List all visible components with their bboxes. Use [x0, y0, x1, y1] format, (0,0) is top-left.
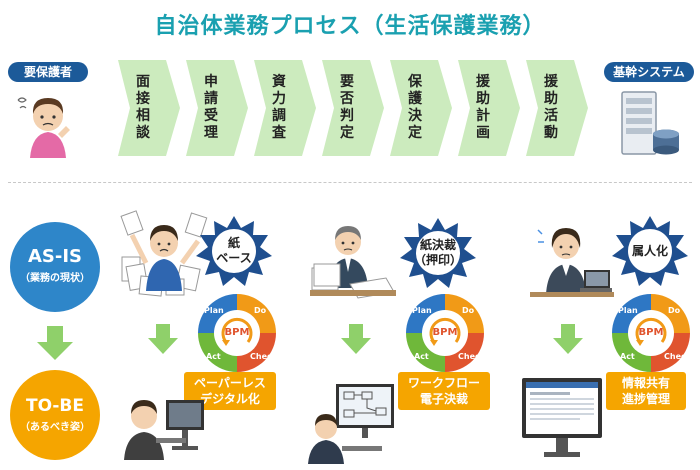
server-icon	[614, 88, 684, 160]
process-step-means-test: 資力調査	[254, 60, 316, 156]
process-step-interview: 面接相談	[118, 60, 180, 156]
pdca-cycle-diagram: Plan Do Check Act BPM	[404, 292, 486, 374]
issue-burst-personalization: 属人化	[612, 216, 688, 286]
issue-burst-paper-approval: 紙決裁 （押印）	[400, 218, 476, 288]
section-divider	[8, 182, 692, 183]
arrow-down-icon	[37, 326, 73, 360]
pdca-cycle-diagram: Plan Do Check Act BPM	[610, 292, 692, 374]
arrow-down-icon	[341, 324, 371, 354]
solution-box-info-sharing: 情報共有 進捗管理	[606, 372, 686, 410]
process-step-support-activity: 援助活動	[526, 60, 588, 156]
monitor-illustration	[520, 376, 604, 462]
worker-woman-illustration	[528, 214, 614, 300]
arrow-down-icon	[553, 324, 583, 354]
stressed-worker-paper-illustration	[118, 205, 208, 300]
badge-core-system: 基幹システム	[604, 62, 694, 82]
as-is-circle: AS-IS （業務の現状）	[10, 222, 100, 312]
process-step-eligibility: 要否判定	[322, 60, 384, 156]
to-be-circle: TO-BE （あるべき姿）	[10, 370, 100, 460]
solution-box-paperless: ペーパーレス デジタル化	[184, 372, 276, 410]
citizen-icon	[8, 88, 88, 160]
process-step-decision: 保護決定	[390, 60, 452, 156]
solution-box-workflow: ワークフロー 電子決裁	[398, 372, 490, 410]
arrow-down-icon	[148, 324, 178, 354]
process-step-application: 申請受理	[186, 60, 248, 156]
process-step-support-plan: 援助計画	[458, 60, 520, 156]
workflow-screen-illustration	[306, 380, 398, 464]
page-title: 自治体業務プロセス（生活保護業務）	[154, 14, 546, 39]
worker-computer-illustration	[120, 376, 210, 462]
pdca-cycle-diagram: Plan Do Check Act BPM	[196, 292, 278, 374]
issue-burst-paper: 紙 ベース	[196, 216, 272, 286]
badge-citizen: 要保護者	[8, 62, 88, 82]
worker-stamping-illustration	[306, 210, 396, 302]
